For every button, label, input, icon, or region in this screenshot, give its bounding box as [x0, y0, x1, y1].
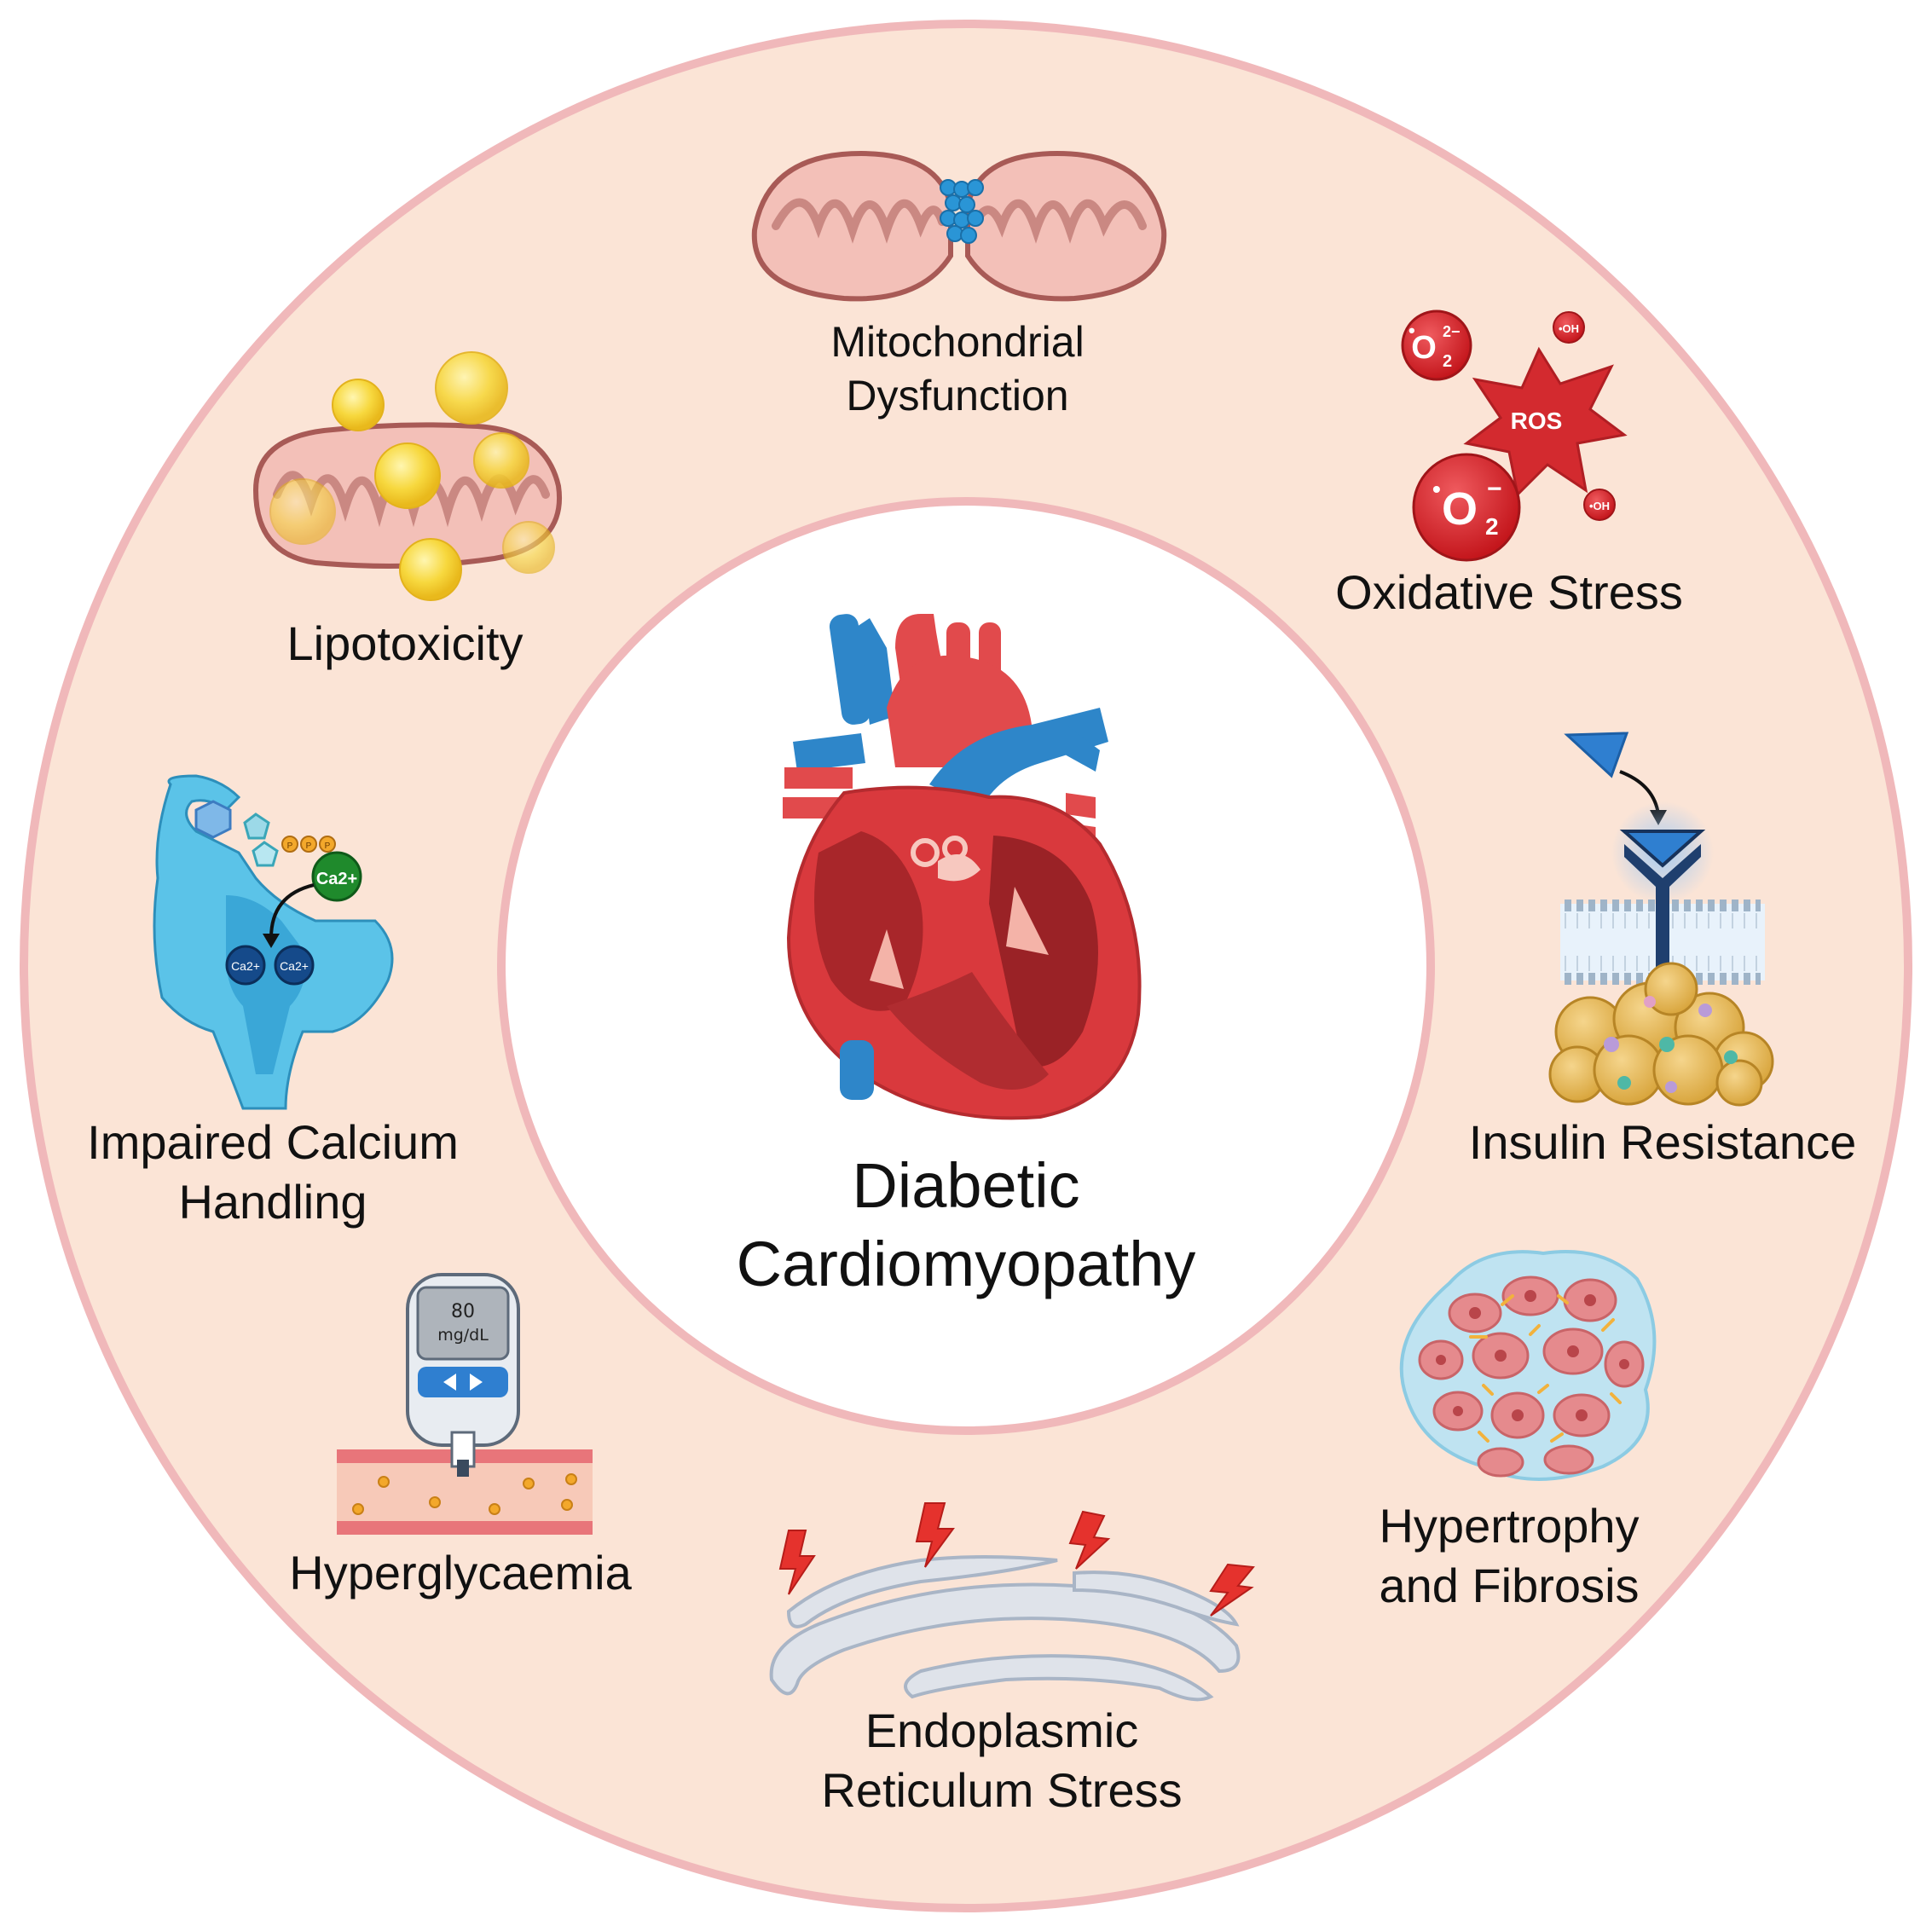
label-hypertrophy-fibrosis: Hypertrophy and Fibrosis: [1330, 1496, 1688, 1616]
label-line: and Fibrosis: [1379, 1559, 1640, 1612]
label-line: Endoplasmic: [865, 1704, 1139, 1757]
label-lipotoxicity: Lipotoxicity: [226, 614, 584, 674]
label-line: Mitochondrial: [830, 318, 1085, 366]
mitochondrion-fission-icon: [751, 150, 1167, 302]
center-title-line2: Cardiomyopathy: [736, 1228, 1196, 1299]
center-title-line1: Diabetic: [852, 1150, 1080, 1221]
label-er-stress: Endoplasmic Reticulum Stress: [767, 1701, 1236, 1820]
svg-text:−: −: [1487, 475, 1502, 503]
endoplasmic-reticulum-icon: [769, 1502, 1255, 1702]
svg-text:•OH: •OH: [1589, 500, 1610, 512]
center-title: Diabetic Cardiomyopathy: [651, 1147, 1281, 1304]
label-line: Lipotoxicity: [286, 616, 523, 670]
svg-text:2: 2: [1485, 513, 1499, 540]
label-line: Impaired Calcium: [87, 1115, 459, 1169]
svg-text:•OH: •OH: [1559, 322, 1579, 335]
label-mitochondrial-dysfunction: Mitochondrial Dysfunction: [744, 315, 1171, 422]
svg-text:2: 2: [1443, 352, 1452, 371]
meter-value: 80: [451, 1301, 475, 1322]
ros-radicals-icon: ROS O 2 2− • O 2 − • •OH •OH: [1401, 309, 1628, 562]
label-hyperglycaemia: Hyperglycaemia: [247, 1543, 674, 1603]
label-line: Hyperglycaemia: [289, 1546, 632, 1599]
meter-unit: mg/dL: [437, 1326, 489, 1345]
heart-anatomy-icon: [783, 614, 1142, 1120]
label-calcium-handling: Impaired Calcium Handling: [60, 1113, 486, 1232]
svg-text:Ca2+: Ca2+: [316, 870, 357, 888]
svg-text:Ca2+: Ca2+: [280, 959, 309, 973]
label-line: Handling: [178, 1175, 367, 1229]
svg-text:P: P: [287, 842, 293, 851]
svg-text:•: •: [1432, 476, 1441, 502]
lipid-mitochondrion-icon: [252, 351, 563, 601]
calcium-pump-icon: P P P Ca2+ Ca2+ Ca2+: [153, 774, 394, 1110]
glucose-meter-icon: 80 mg/dL: [337, 1273, 593, 1535]
insulin-receptor-icon: [1548, 732, 1774, 1107]
svg-text:O: O: [1411, 330, 1437, 366]
svg-text:2−: 2−: [1443, 323, 1461, 340]
label-insulin-resistance: Insulin Resistance: [1441, 1113, 1884, 1172]
label-line: Reticulum Stress: [821, 1763, 1183, 1817]
label-line: Oxidative Stress: [1335, 565, 1683, 619]
label-oxidative-stress: Oxidative Stress: [1296, 563, 1722, 622]
fibrotic-tissue-icon: [1399, 1250, 1657, 1481]
svg-text:P: P: [306, 842, 312, 851]
label-line: Hypertrophy: [1379, 1499, 1640, 1553]
svg-text:O: O: [1442, 483, 1478, 535]
svg-text:•: •: [1409, 320, 1415, 341]
label-line: Dysfunction: [846, 371, 1069, 419]
label-line: Insulin Resistance: [1468, 1115, 1857, 1169]
svg-text:P: P: [325, 842, 331, 851]
ros-label: ROS: [1511, 408, 1563, 434]
svg-text:Ca2+: Ca2+: [231, 959, 260, 973]
